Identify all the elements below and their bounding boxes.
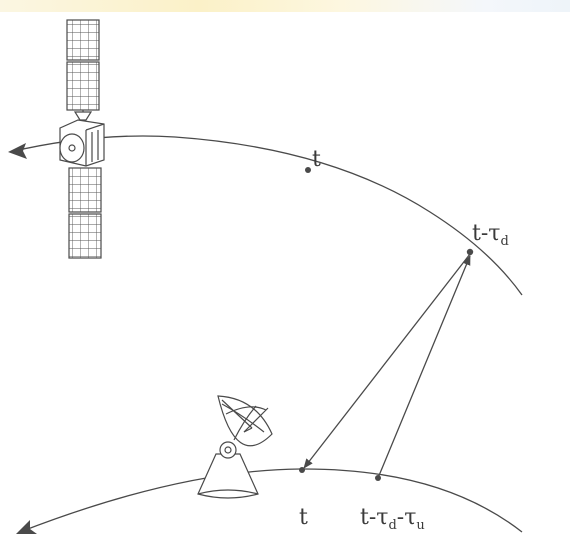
ground-point-t-tau-d-tau-u	[375, 475, 381, 481]
downlink-signal-line	[303, 253, 471, 469]
earth-surface-arc	[19, 468, 523, 533]
earth-direction-arrowhead	[16, 520, 37, 534]
label-satellite-t: t	[312, 147, 321, 172]
satellite-point-t-tau-d	[466, 248, 474, 256]
label-satellite-t-tau-d: t-τd	[472, 221, 509, 249]
top-color-strip	[0, 0, 570, 12]
label-ground-t: t	[299, 505, 308, 530]
orbit-direction-arrowhead	[8, 143, 27, 159]
uplink-signal-line	[377, 255, 471, 479]
label-ground-t-tau-d-tau-u: t-τd-τu	[360, 505, 425, 533]
satellite-icon	[59, 19, 105, 259]
ground-antenna-icon	[197, 395, 273, 499]
satellite-point-t	[305, 167, 311, 173]
ground-point-t	[299, 467, 305, 473]
